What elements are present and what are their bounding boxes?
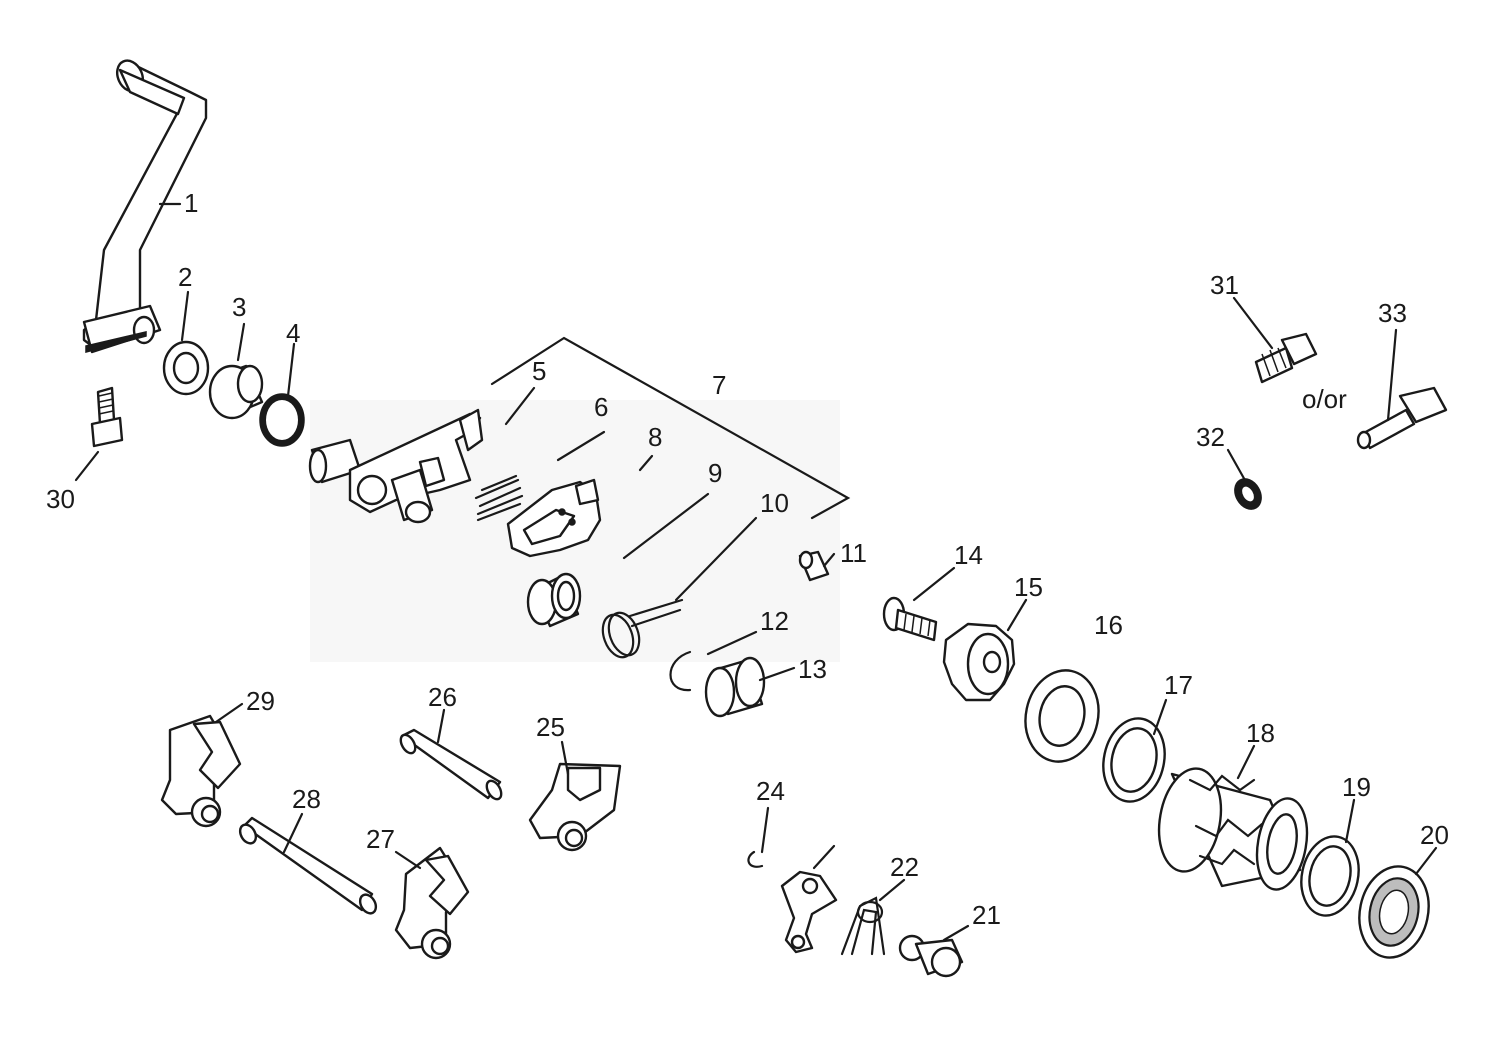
- callout-28: 28: [292, 784, 321, 814]
- bracket-7: [490, 336, 851, 520]
- part-19-shim-ring: [1300, 835, 1360, 917]
- part-29-shift-fork: [160, 714, 242, 828]
- part-27-shift-fork: [394, 846, 470, 960]
- callout-19: 19: [1342, 772, 1371, 802]
- callout-26: 26: [428, 682, 457, 712]
- part-14-bolt: [882, 596, 938, 642]
- part-28-fork-rod: [238, 816, 378, 915]
- callout-32: 32: [1196, 422, 1225, 452]
- alternative-note: o/or: [1302, 384, 1347, 414]
- callout-20: 20: [1420, 820, 1449, 850]
- part-22-spring: [840, 896, 886, 956]
- part-locking-lever: [780, 870, 838, 954]
- callout-16: 16: [1094, 610, 1123, 640]
- callout-3: 3: [232, 292, 246, 322]
- part-17-shim-ring: [1102, 717, 1166, 803]
- part-32-washer: [1234, 478, 1262, 510]
- part-30-bolt: [90, 386, 124, 448]
- part-20-needle-bearing: [1358, 865, 1430, 959]
- part-5-spring: [474, 474, 524, 522]
- callout-4: 4: [286, 318, 300, 348]
- callout-2: 2: [178, 262, 192, 292]
- part-26-fork-rod: [399, 728, 503, 801]
- part-24-clip: [747, 850, 764, 868]
- part-2-washer: [162, 340, 210, 396]
- callout-10: 10: [760, 488, 789, 518]
- callout-6: 6: [594, 392, 608, 422]
- callout-22: 22: [890, 852, 919, 882]
- callout-27: 27: [366, 824, 395, 854]
- part-16-bearing: [1024, 669, 1100, 763]
- callout-1: 1: [184, 188, 198, 218]
- callout-9: 9: [708, 458, 722, 488]
- part-15-shift-star: [942, 622, 1016, 702]
- callout-12: 12: [760, 606, 789, 636]
- callout-8: 8: [648, 422, 662, 452]
- part-3-bushing: [208, 364, 264, 420]
- callout-17: 17: [1164, 670, 1193, 700]
- leader-lines: [74, 202, 1438, 942]
- part-10-torsion-spring: [601, 598, 684, 659]
- part-6-ratchet-plate: [506, 478, 602, 558]
- callout-11: 11: [840, 538, 867, 568]
- part-12-circlip: [669, 650, 692, 692]
- callout-7: 7: [712, 370, 726, 400]
- callout-33: 33: [1378, 298, 1407, 328]
- callout-18: 18: [1246, 718, 1275, 748]
- callout-29: 29: [246, 686, 275, 716]
- callout-31: 31: [1210, 270, 1239, 300]
- part-25-shift-fork: [528, 762, 622, 852]
- callout-labels: 1 2 3 4 5 6 7 8 9 10 11 12 13 14 15 16 1…: [46, 188, 1449, 930]
- part-18-shift-drum: [1157, 767, 1309, 891]
- callout-14: 14: [954, 540, 983, 570]
- callout-5: 5: [532, 356, 546, 386]
- part-4-seal: [259, 393, 305, 447]
- part-11-pin: [798, 550, 830, 582]
- part-13-bushing: [704, 656, 766, 718]
- part-7-shift-shaft-assembly: [308, 408, 484, 524]
- callout-30: 30: [46, 484, 75, 514]
- callout-24: 24: [756, 776, 785, 806]
- callout-21: 21: [972, 900, 1001, 930]
- part-1-shift-lever: [82, 59, 208, 354]
- part-31-screw: [1254, 332, 1318, 384]
- callout-13: 13: [798, 654, 827, 684]
- part-33-bolt: [1356, 386, 1448, 450]
- part-9-sleeve: [526, 572, 582, 628]
- callout-25: 25: [536, 712, 565, 742]
- callout-15: 15: [1014, 572, 1043, 602]
- part-21-pin-bolt: [898, 934, 964, 978]
